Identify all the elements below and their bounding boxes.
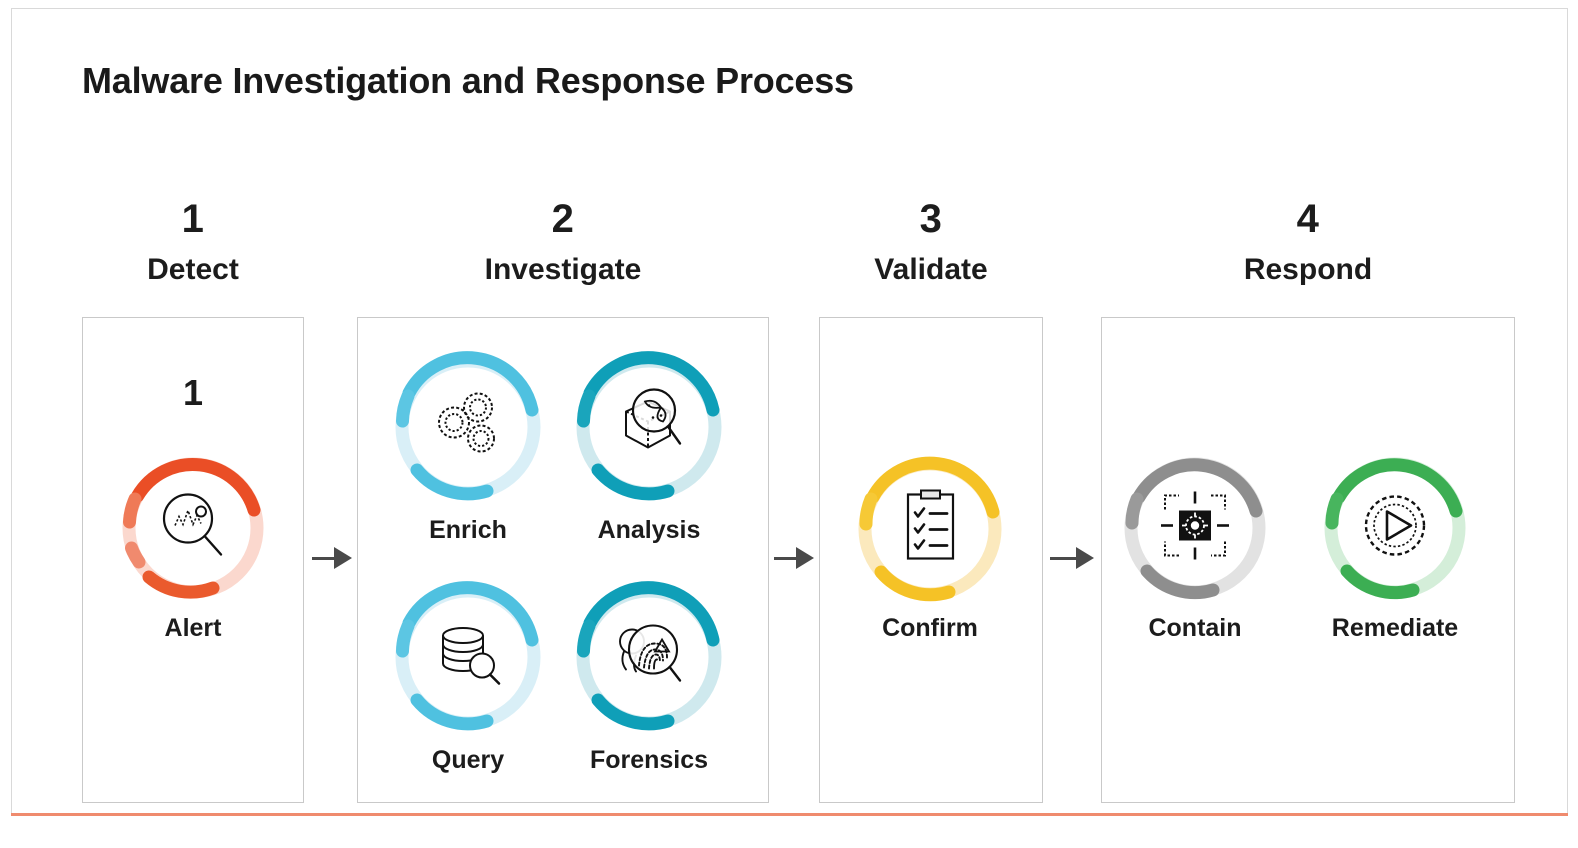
phase-header-validate: 3 Validate (819, 196, 1043, 290)
enrich-ring (389, 348, 547, 506)
node-query[interactable]: Query (389, 578, 547, 774)
cube-magnifier-icon (606, 382, 692, 473)
node-alert[interactable]: Alert (117, 452, 269, 642)
node-label-confirm: Confirm (882, 614, 978, 642)
arrow-head-icon (1076, 547, 1094, 569)
gears-icon (426, 383, 510, 472)
phase-label: Detect (147, 253, 239, 286)
node-remediate[interactable]: Remediate (1319, 452, 1471, 642)
quarantine-target-icon (1155, 486, 1235, 571)
arrow-shaft (774, 556, 796, 560)
node-label-forensics: Forensics (589, 746, 709, 774)
phase-header-detect: 1 Detect (82, 196, 304, 290)
analysis-ring (570, 348, 728, 506)
arrow-shaft (1050, 556, 1076, 560)
arrow-detect-to-investigate (312, 545, 352, 571)
forensics-ring (570, 578, 728, 736)
node-forensics[interactable]: Forensics (570, 578, 728, 774)
arrow-head-icon (334, 547, 352, 569)
node-label-query: Query (431, 746, 505, 774)
card-detect[interactable] (82, 317, 304, 803)
query-ring (389, 578, 547, 736)
clipboard-checklist-icon (892, 485, 968, 574)
slide-bottom-accent-rule (11, 813, 1568, 816)
phase-label: Respond (1243, 253, 1373, 286)
contain-ring (1119, 452, 1271, 604)
arrow-validate-to-respond (1050, 545, 1094, 571)
phase-number: 4 (1296, 197, 1320, 241)
node-label-enrich: Enrich (429, 516, 507, 544)
confirm-ring (853, 452, 1007, 606)
remediate-ring (1319, 452, 1471, 604)
alert-ring (117, 452, 269, 604)
arrow-shaft (312, 556, 334, 560)
fingerprint-magnifier-icon (606, 612, 692, 703)
node-confirm[interactable]: Confirm (853, 452, 1007, 642)
phase-label: Investigate (484, 253, 642, 286)
node-label-contain: Contain (1148, 614, 1242, 642)
card-investigate[interactable] (357, 317, 769, 803)
phase-header-respond: 4 Respond (1101, 196, 1515, 290)
page-title: Malware Investigation and Response Proce… (82, 60, 854, 101)
phase-header-investigate: 2 Investigate (357, 196, 769, 290)
database-search-icon (427, 614, 509, 701)
detect-inner-number: 1 (182, 372, 204, 413)
node-contain[interactable]: Contain (1119, 452, 1271, 642)
phase-label: Validate (874, 253, 988, 286)
arrow-investigate-to-validate (774, 545, 814, 571)
phase-number: 3 (919, 197, 943, 241)
node-label-remediate: Remediate (1331, 614, 1459, 642)
gear-play-icon (1353, 484, 1437, 573)
phase-number: 1 (181, 197, 205, 241)
node-label-alert: Alert (164, 614, 222, 642)
card-validate[interactable] (819, 317, 1043, 803)
arrow-head-icon (796, 547, 814, 569)
node-enrich[interactable]: Enrich (389, 348, 547, 544)
magnifier-waveform-icon (153, 486, 233, 571)
phase-number: 2 (551, 197, 575, 241)
node-label-analysis: Analysis (597, 516, 701, 544)
node-analysis[interactable]: Analysis (570, 348, 728, 544)
